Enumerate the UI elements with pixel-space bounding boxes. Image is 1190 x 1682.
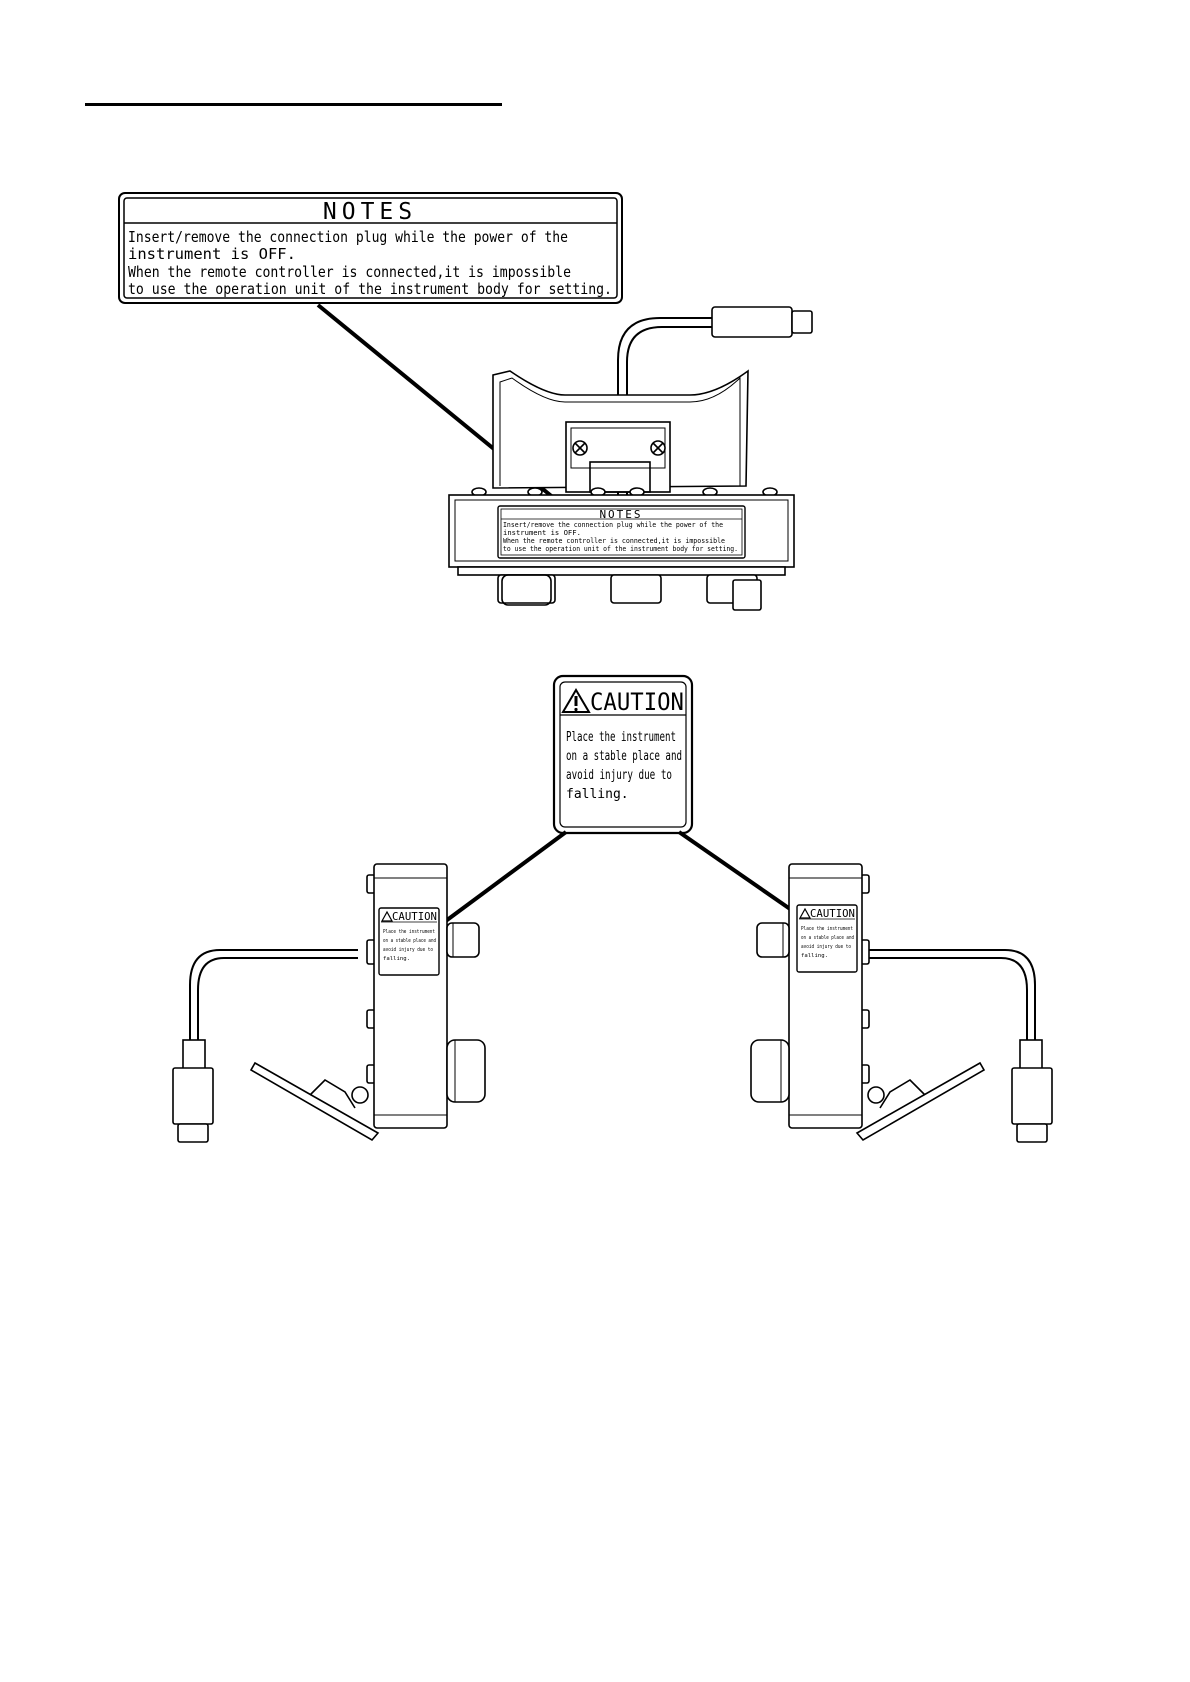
device-notes-label: NOTES Insert/remove the connection plug … — [497, 505, 746, 559]
caution-line-3: avoid injury due to — [566, 768, 672, 783]
notes-line-1: Insert/remove the connection plug while … — [128, 228, 568, 246]
svg-text:Place the instrument: Place the instrument — [383, 929, 435, 935]
device-caution-label-left: CAUTION Place the instrument on a stable… — [378, 907, 440, 976]
svg-text:falling.: falling. — [383, 956, 410, 962]
caution-line-2: on a stable place and — [566, 749, 682, 764]
svg-text:Place the instrument: Place the instrument — [801, 926, 853, 932]
notes-line-2: instrument is OFF. — [128, 245, 296, 263]
svg-text:avoid injury due to: avoid injury due to — [383, 947, 433, 953]
caution-leader-left — [441, 830, 568, 925]
device-caution-title-left: CAUTION — [392, 911, 437, 923]
device-notes-line-2: instrument is OFF. — [503, 528, 581, 537]
device-notes-title: NOTES — [599, 508, 642, 521]
device-notes-line-3: When the remote controller is connected,… — [503, 536, 725, 545]
notes-label-callout: NOTES Insert/remove the connection plug … — [118, 192, 623, 304]
svg-text:falling.: falling. — [801, 953, 828, 959]
caution-line-4: falling. — [566, 787, 629, 802]
notes-line-3: When the remote controller is connected,… — [128, 263, 571, 281]
svg-text:avoid injury due to: avoid injury due to — [801, 944, 851, 950]
notes-title: NOTES — [323, 199, 417, 225]
notes-line-4: to use the operation unit of the instrum… — [128, 280, 612, 298]
warning-triangle-icon — [561, 688, 591, 713]
device-caution-title-right: CAUTION — [810, 908, 855, 920]
svg-text:on a stable place and: on a stable place and — [801, 935, 854, 941]
caution-label-callout: CAUTION Place the instrument on a stable… — [552, 674, 694, 835]
device-notes-line-4: to use the operation unit of the instrum… — [503, 544, 738, 553]
caution-leader-right — [677, 830, 808, 922]
header-rule — [85, 103, 502, 106]
caution-title: CAUTION — [590, 688, 684, 716]
device-caution-label-right: CAUTION Place the instrument on a stable… — [796, 904, 858, 973]
device-rear-view — [448, 306, 813, 611]
device-side-view-right — [750, 863, 1053, 1143]
svg-text:on a stable place and: on a stable place and — [383, 938, 436, 944]
device-side-view-left — [172, 863, 486, 1143]
device-notes-line-1: Insert/remove the connection plug while … — [503, 520, 723, 529]
caution-line-1: Place the instrument — [566, 730, 676, 745]
